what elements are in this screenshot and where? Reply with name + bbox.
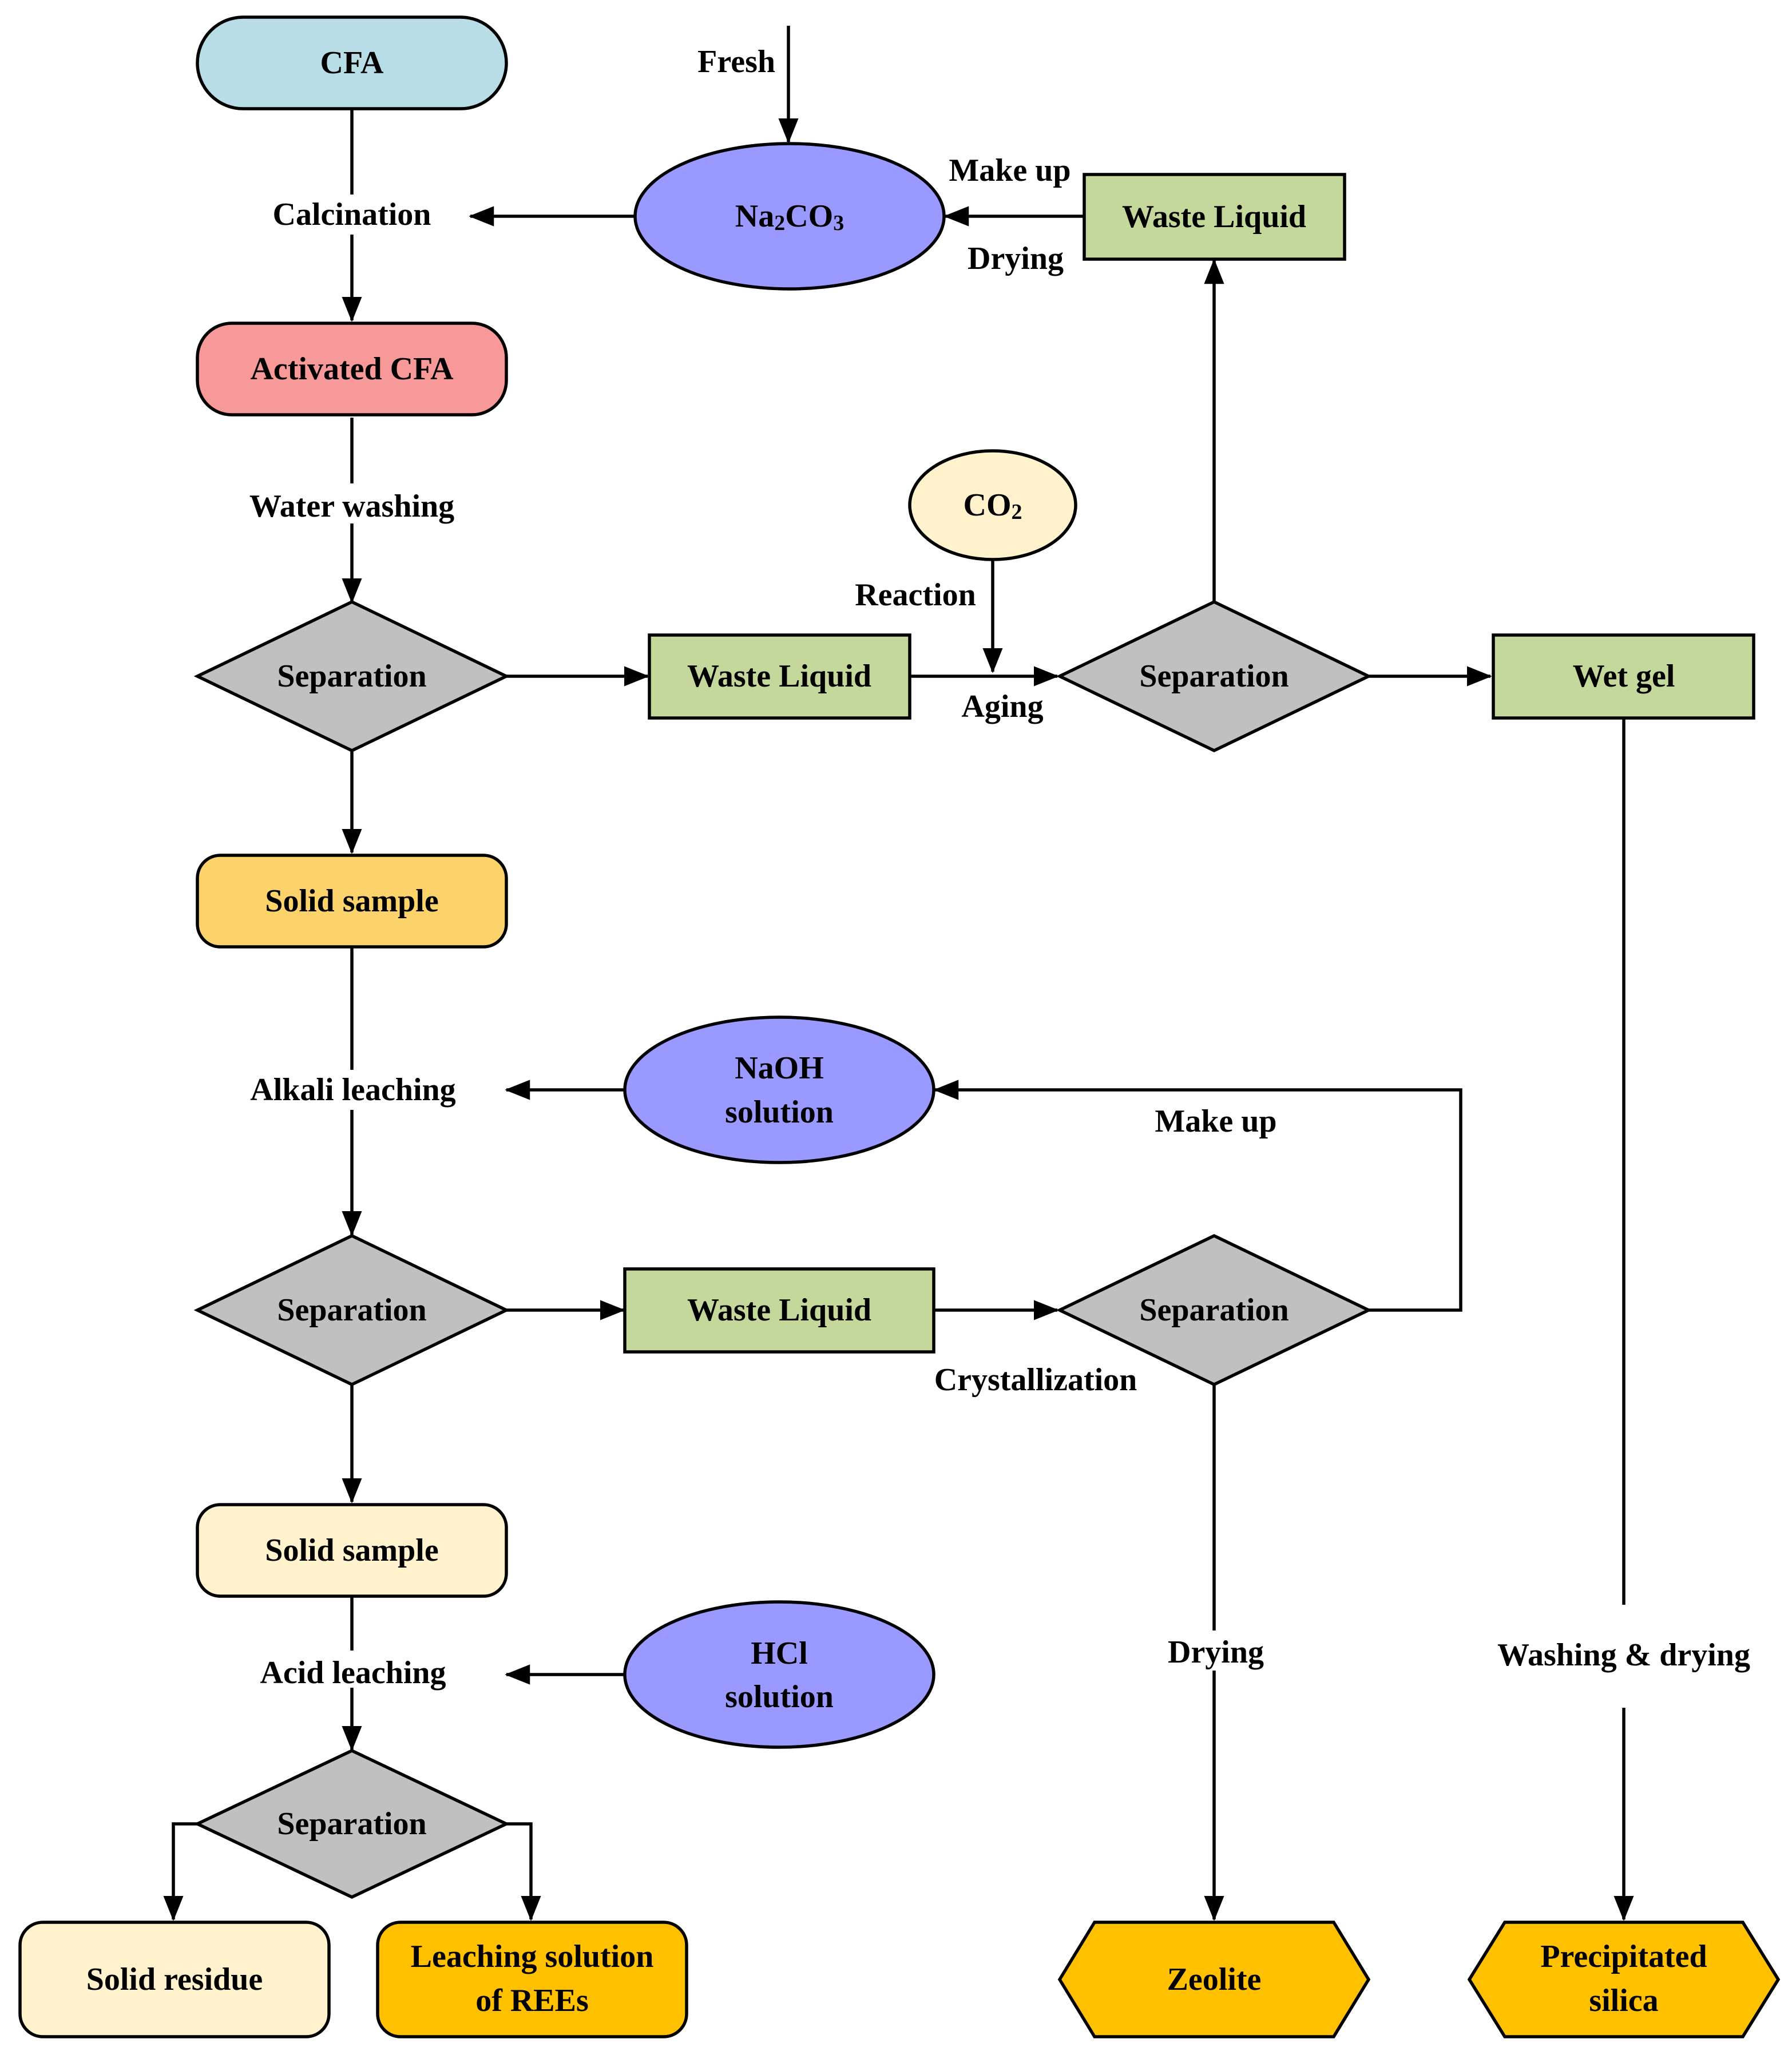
co2-part-co: CO (964, 487, 1012, 523)
node-solid-sample-1-label: Solid sample (265, 883, 438, 919)
na2co3-sub-3: 3 (833, 211, 844, 235)
node-silica-line2: silica (1589, 1983, 1658, 2018)
node-na2co3-label: Na2CO3 (735, 199, 844, 235)
node-leaching-solution-line2: of REEs (475, 1983, 589, 2018)
label-drying-top: Drying (968, 241, 1064, 276)
node-wet-gel: Wet gel (1492, 633, 1755, 720)
node-naoh-line2: solution (725, 1094, 834, 1130)
edge-sep3-to-residue (163, 1822, 197, 1921)
node-separation-low-label: Separation (1139, 1292, 1289, 1328)
label-calcination: Calcination (273, 197, 431, 232)
node-separation-1: Separation (193, 600, 510, 753)
node-solid-sample-1: Solid sample (196, 854, 508, 949)
node-cfa: CFA (196, 15, 508, 110)
label-fresh: Fresh (697, 44, 775, 80)
node-separation-3: Separation (193, 1748, 510, 1899)
node-separation-mid: Separation (1056, 600, 1373, 753)
co2-sub-2: 2 (1012, 500, 1022, 524)
node-waste-liquid-mid: Waste Liquid (648, 633, 911, 720)
edge-sep3-to-leachate (506, 1822, 541, 1921)
node-hcl-line2: solution (725, 1679, 834, 1715)
label-reaction: Reaction (855, 577, 976, 613)
node-waste-liquid-mid-label: Waste Liquid (687, 658, 871, 694)
node-separation-1-label: Separation (277, 658, 426, 694)
connectors (163, 26, 1634, 1921)
node-solid-sample-2-label: Solid sample (265, 1533, 438, 1568)
node-activated-cfa: Activated CFA (196, 322, 508, 416)
node-separation-2-label: Separation (277, 1292, 426, 1328)
node-cfa-label: CFA (320, 45, 384, 81)
node-separation-3-label: Separation (277, 1806, 426, 1842)
node-solid-residue-label: Solid residue (86, 1962, 263, 1997)
label-acid-leaching: Acid leaching (260, 1655, 446, 1691)
node-zeolite-label: Zeolite (1167, 1962, 1262, 1997)
node-solid-residue: Solid residue (18, 1921, 331, 2038)
node-separation-mid-label: Separation (1139, 658, 1289, 694)
label-aging: Aging (961, 689, 1043, 724)
edge-labels: Fresh Calcination Make up Drying Water w… (249, 44, 1750, 1691)
na2co3-part-co: CO (785, 199, 833, 234)
node-leaching-solution-line1: Leaching solution (411, 1939, 654, 1974)
node-waste-liquid-low: Waste Liquid (623, 1267, 935, 1354)
node-naoh-solution: NaOH solution (623, 1015, 935, 1164)
na2co3-part-na: Na (735, 199, 774, 234)
label-crystallization: Crystallization (934, 1362, 1137, 1398)
label-make-up-low: Make up (1155, 1104, 1276, 1139)
node-wet-gel-label: Wet gel (1573, 658, 1675, 694)
node-co2: CO2 (908, 449, 1077, 561)
label-washing-drying: Washing & drying (1497, 1637, 1750, 1673)
node-na2co3: Na2CO3 (633, 142, 946, 291)
node-separation-2: Separation (193, 1233, 510, 1387)
label-alkali-leaching: Alkali leaching (250, 1072, 455, 1108)
node-hcl-solution: HCl solution (623, 1600, 935, 1749)
node-waste-liquid-top: Waste Liquid (1083, 173, 1346, 261)
label-make-up-top: Make up (949, 153, 1071, 188)
node-precipitated-silica: Precipitated silica (1467, 1921, 1781, 2038)
node-activated-cfa-label: Activated CFA (250, 351, 454, 387)
node-naoh-line1: NaOH (735, 1050, 824, 1086)
na2co3-sub-2: 2 (774, 211, 785, 235)
node-separation-low: Separation (1056, 1233, 1373, 1387)
node-leaching-solution: Leaching solution of REEs (376, 1921, 688, 2038)
node-hcl-line1: HCl (751, 1636, 808, 1671)
node-waste-liquid-top-label: Waste Liquid (1122, 199, 1306, 235)
node-silica-line1: Precipitated (1540, 1939, 1707, 1974)
node-waste-liquid-low-label: Waste Liquid (687, 1292, 871, 1328)
node-co2-label: CO2 (964, 487, 1022, 524)
node-solid-sample-2: Solid sample (196, 1503, 508, 1598)
label-water-washing: Water washing (249, 489, 454, 524)
edge-seplow-to-naoh (933, 1080, 1462, 1312)
label-drying-low: Drying (1168, 1635, 1264, 1670)
node-zeolite: Zeolite (1057, 1921, 1371, 2038)
